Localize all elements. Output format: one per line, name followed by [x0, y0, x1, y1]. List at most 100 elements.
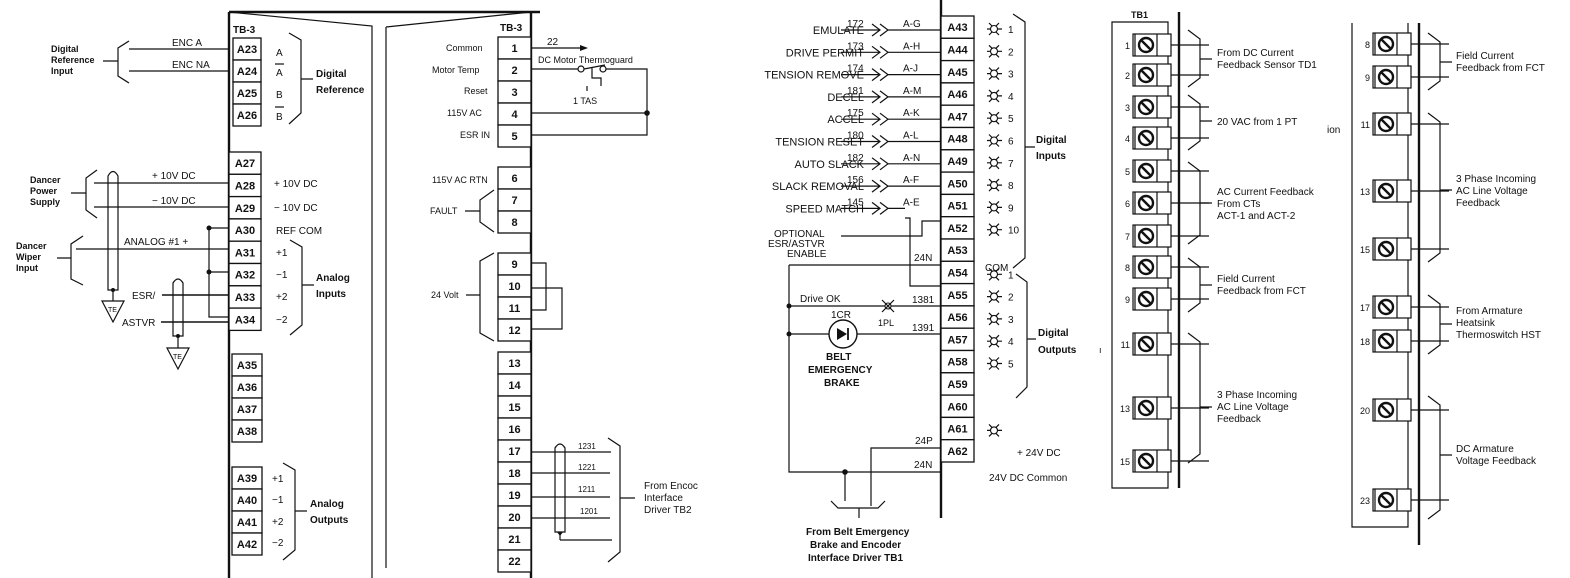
terminal-a42[interactable]: A42: [231, 532, 263, 556]
terminal-a39[interactable]: A39: [231, 466, 263, 490]
terminal-a45[interactable]: A45: [940, 59, 975, 84]
terminal-a37[interactable]: A37: [231, 397, 263, 421]
terminal-a56[interactable]: A56: [940, 305, 975, 329]
terminal-a36[interactable]: A36: [231, 375, 263, 399]
terminal-a23[interactable]: A23: [232, 37, 262, 61]
terminal-tb3-5-box[interactable]: [497, 124, 532, 148]
terminal-a55[interactable]: A55: [940, 282, 975, 307]
terminal-tb3-5[interactable]: 5: [497, 124, 532, 148]
terminal-tb3-18[interactable]: 18: [497, 461, 532, 485]
tb2-terminal-23[interactable]: 23: [1360, 488, 1449, 512]
terminal-a46[interactable]: A46: [940, 82, 975, 106]
digital-reference-label-1: Digital: [316, 69, 347, 80]
tb1-terminal-13[interactable]: 13: [1120, 396, 1209, 420]
terminal-a53[interactable]: A53: [940, 238, 975, 262]
tb1-terminal-8[interactable]: 8: [1125, 255, 1209, 279]
terminal-a57[interactable]: A57: [940, 327, 975, 352]
tb1-terminal-1[interactable]: 1: [1125, 33, 1209, 57]
tb2-terminal-17[interactable]: 17: [1360, 295, 1449, 319]
tb2-terminal-9[interactable]: 9: [1365, 65, 1449, 89]
tb2-terminal-20[interactable]: 20: [1360, 398, 1449, 422]
terminal-tb3-2[interactable]: 2: [497, 58, 532, 82]
terminal-tb3-8-box[interactable]: [497, 210, 532, 234]
terminal-a33[interactable]: A33: [228, 285, 262, 309]
terminal-a54[interactable]: A54: [940, 260, 975, 285]
tb2-terminal-11[interactable]: 11: [1361, 112, 1449, 136]
terminal-a49[interactable]: A49: [940, 149, 975, 173]
terminal-a62-box[interactable]: [940, 439, 975, 463]
terminal-a32[interactable]: A32: [228, 262, 262, 287]
terminal-tb3-19[interactable]: 19: [497, 483, 532, 507]
terminal-tb3-12[interactable]: 12: [497, 318, 532, 342]
terminal-a50[interactable]: A50: [940, 171, 975, 196]
terminal-a24[interactable]: A24: [232, 59, 262, 83]
terminal-a51[interactable]: A51: [940, 193, 975, 218]
tb1-terminal-7[interactable]: 7: [1125, 224, 1209, 248]
tb2-terminal-18[interactable]: 18: [1360, 329, 1449, 353]
terminal-a52[interactable]: A52: [940, 216, 975, 240]
input-index: 8: [1008, 181, 1014, 192]
terminal-a62[interactable]: A62: [940, 439, 975, 463]
com-label: COM: [985, 263, 1008, 274]
terminal-a61[interactable]: A61: [940, 416, 975, 441]
terminal-a58[interactable]: A58: [940, 349, 975, 374]
from-belt-3: Interface Driver TB1: [808, 553, 903, 564]
tb1-terminal-3[interactable]: 3: [1125, 95, 1209, 119]
terminal-tb3-16[interactable]: 16: [497, 417, 532, 441]
terminal-a41[interactable]: A41: [231, 510, 263, 534]
terminal-tb3-11[interactable]: 11: [497, 296, 532, 320]
terminal-tb3-1[interactable]: 1: [497, 36, 532, 60]
terminal-tb3-15[interactable]: 15: [497, 395, 532, 419]
terminal-tb3-3[interactable]: 3: [497, 80, 532, 104]
terminal-a28[interactable]: A28: [228, 173, 262, 198]
terminal-a43[interactable]: A43: [940, 15, 975, 39]
terminal-tb3-8[interactable]: 8: [497, 210, 532, 234]
tb1-terminal-15[interactable]: 15: [1120, 449, 1209, 473]
terminal-tb3-21[interactable]: 21: [497, 527, 532, 551]
terminal-a47[interactable]: A47: [940, 104, 975, 129]
terminal-a34-box[interactable]: [228, 307, 262, 332]
tb1-terminal-5[interactable]: 5: [1125, 159, 1209, 183]
terminal-tb3-17[interactable]: 17: [497, 439, 532, 463]
terminal-tb3-14[interactable]: 14: [497, 373, 532, 397]
tb2-terminal-8[interactable]: 8: [1365, 32, 1449, 56]
terminal-a25[interactable]: A25: [232, 81, 262, 105]
terminal-a30[interactable]: A30: [228, 218, 262, 242]
terminal-a38[interactable]: A38: [231, 419, 263, 443]
tb1-terminal-4[interactable]: 4: [1125, 126, 1209, 150]
terminal-tb3-9[interactable]: 9: [497, 252, 532, 276]
from-belt-2: Brake and Encoder: [810, 540, 901, 551]
terminal-a26[interactable]: A26: [232, 103, 262, 127]
tb2-group-label: Feedback: [1456, 198, 1501, 209]
terminal-tb3-22-box[interactable]: [497, 549, 532, 573]
terminal-a60[interactable]: A60: [940, 394, 975, 419]
terminal-tb3-20[interactable]: 20: [497, 505, 532, 529]
terminal-a27[interactable]: A27: [228, 151, 262, 175]
terminal-a26-box[interactable]: [232, 103, 262, 127]
terminal-a38-box[interactable]: [231, 419, 263, 443]
tb2-terminal-15[interactable]: 15: [1360, 237, 1449, 261]
terminal-tb3-22[interactable]: 22: [497, 549, 532, 573]
tb1-terminal-9[interactable]: 9: [1125, 287, 1209, 311]
terminal-tb3-10[interactable]: 10: [497, 274, 532, 298]
terminal-tb3-13[interactable]: 13: [497, 351, 532, 375]
terminal-tb3-6[interactable]: 6: [497, 166, 532, 190]
terminal-a31[interactable]: A31: [228, 240, 262, 265]
terminal-a29[interactable]: A29: [228, 195, 262, 220]
terminal-a42-box[interactable]: [231, 532, 263, 556]
drive-ok-label: Drive OK: [800, 294, 841, 305]
terminal-a59[interactable]: A59: [940, 372, 975, 396]
common24-label: 24V DC Common: [989, 473, 1067, 484]
terminal-tb3-7[interactable]: 7: [497, 188, 532, 212]
tb1-terminal-2[interactable]: 2: [1125, 63, 1209, 87]
terminal-a34[interactable]: A34: [228, 307, 262, 332]
tb1-terminal-6[interactable]: 6: [1125, 191, 1209, 215]
terminal-tb3-12-box[interactable]: [497, 318, 532, 342]
terminal-a44[interactable]: A44: [940, 37, 975, 62]
tb1-terminal-11[interactable]: 11: [1121, 332, 1209, 356]
terminal-a40[interactable]: A40: [231, 488, 263, 512]
tb2-terminal-13[interactable]: 13: [1360, 179, 1449, 203]
terminal-tb3-4[interactable]: 4: [497, 102, 532, 126]
terminal-a35[interactable]: A35: [231, 353, 263, 377]
terminal-a48[interactable]: A48: [940, 126, 975, 151]
